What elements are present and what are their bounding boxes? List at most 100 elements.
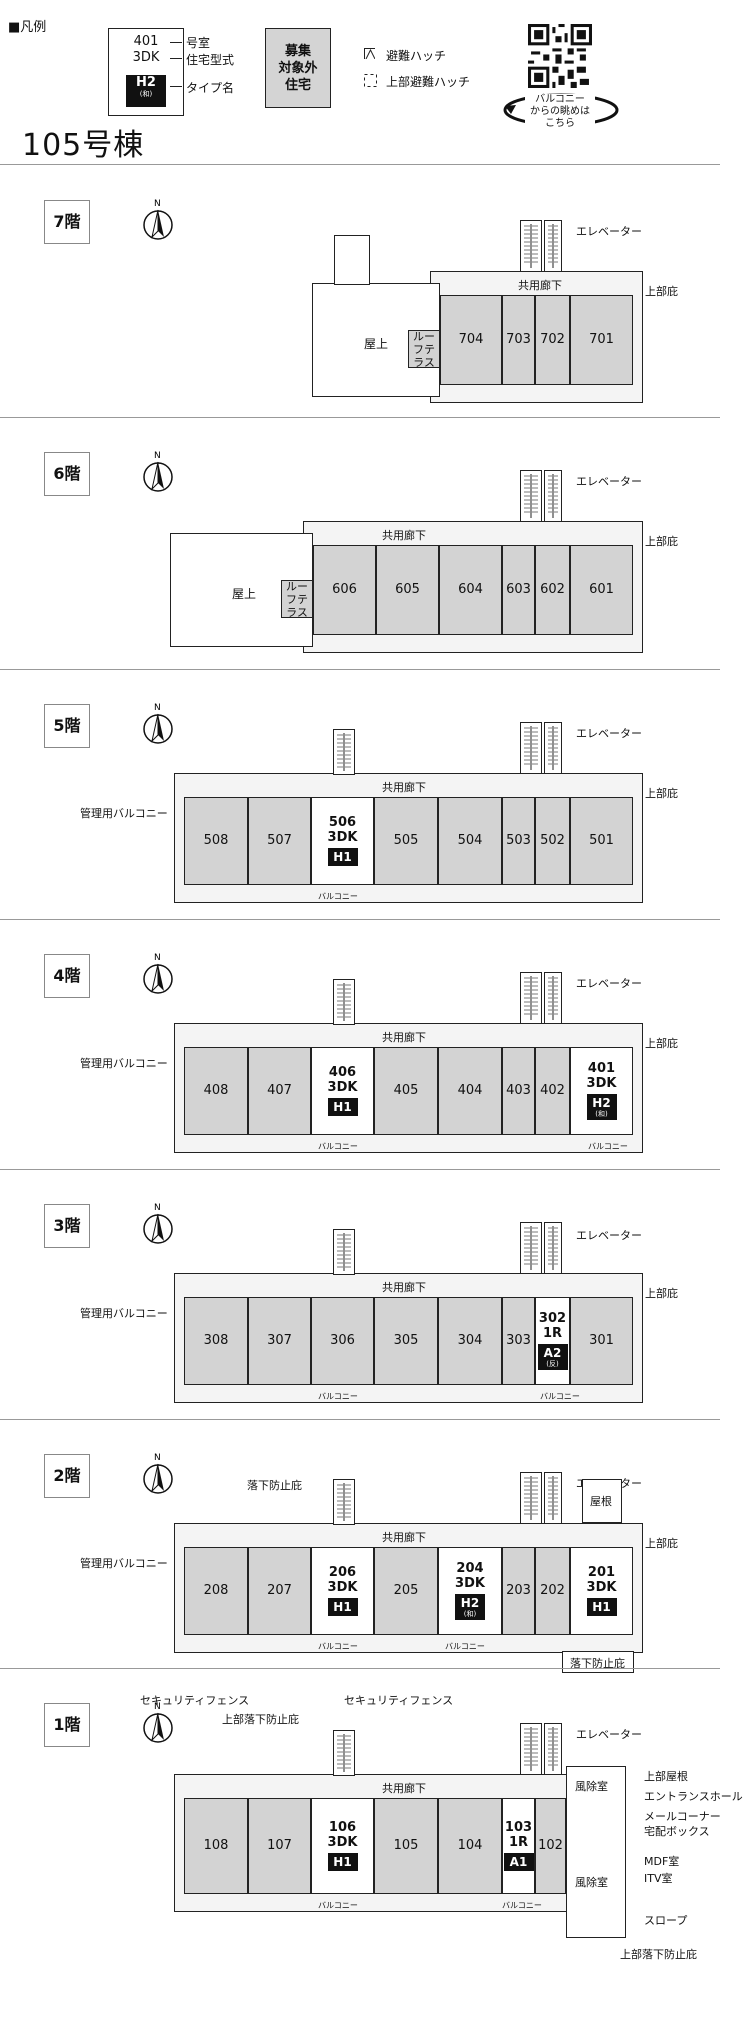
unit-105[interactable]: 105 (374, 1798, 438, 1894)
eaves-label: 上部庇 (645, 787, 678, 800)
unit-403[interactable]: 403 (502, 1047, 535, 1135)
unit-plan: 3DK (327, 1580, 358, 1595)
unit-type-badge: H1 (327, 1098, 358, 1116)
floor-label: 2階 (44, 1454, 90, 1498)
roof-label: 屋上 (364, 337, 389, 351)
unit-703[interactable]: 703 (502, 295, 535, 385)
divider (0, 669, 720, 670)
corridor-label: 共用廊下 (382, 1281, 426, 1294)
unit-605[interactable]: 605 (376, 545, 439, 635)
unit-number: 502 (540, 833, 565, 848)
unit-203[interactable]: 203 (502, 1547, 535, 1635)
rooftop-structure (334, 235, 370, 285)
unit-404[interactable]: 404 (438, 1047, 502, 1135)
unit-104[interactable]: 104 (438, 1798, 502, 1894)
unit-205[interactable]: 205 (374, 1547, 438, 1635)
unit-304[interactable]: 304 (438, 1297, 502, 1385)
unit-402[interactable]: 402 (535, 1047, 570, 1135)
unit-number: 506 (328, 815, 357, 830)
unit-501[interactable]: 501 (570, 797, 633, 885)
unit-305[interactable]: 305 (374, 1297, 438, 1385)
unit-107[interactable]: 107 (248, 1798, 311, 1894)
rooftop-label: 屋根 (590, 1495, 612, 1508)
svg-text:N: N (154, 1702, 161, 1712)
unit-601[interactable]: 601 (570, 545, 633, 635)
balcony-label: バルコニー (502, 1901, 542, 1910)
unit-102[interactable]: 102 (535, 1798, 566, 1894)
center-stair (333, 1479, 355, 1525)
unit-number: 601 (589, 582, 614, 597)
roof-terrace: ルーフテラス (281, 580, 313, 619)
elevator-stair (520, 972, 542, 1024)
eaves-label: 上部庇 (645, 1537, 678, 1550)
unit-405[interactable]: 405 (374, 1047, 438, 1135)
divider (0, 919, 720, 920)
unit-307[interactable]: 307 (248, 1297, 311, 1385)
corridor-label: 共用廊下 (382, 1531, 426, 1544)
unit-number: 201 (587, 1565, 616, 1580)
unit-type-badge: H1 (586, 1598, 617, 1616)
divider (0, 164, 720, 165)
unit-number: 306 (330, 1333, 355, 1348)
svg-text:N: N (154, 703, 161, 713)
unit-202[interactable]: 202 (535, 1547, 570, 1635)
upper-fall-guard-bottom-label: 上部落下防止庇 (620, 1948, 697, 1961)
unit-number: 606 (332, 582, 357, 597)
unit-504[interactable]: 504 (438, 797, 502, 885)
legend-sample-room: 401 (133, 34, 159, 49)
qr-code-icon[interactable] (528, 24, 592, 88)
unit-308[interactable]: 308 (184, 1297, 248, 1385)
unit-108[interactable]: 108 (184, 1798, 248, 1894)
unit-606[interactable]: 606 (313, 545, 376, 635)
unit-number: 605 (395, 582, 420, 597)
fall-guard-box (562, 1651, 634, 1673)
unit-number: 208 (203, 1583, 229, 1598)
unit-507[interactable]: 507 (248, 797, 311, 885)
unit-plan: 3DK (586, 1580, 617, 1595)
unit-505[interactable]: 505 (374, 797, 438, 885)
unit-604[interactable]: 604 (439, 545, 502, 635)
unit-type-sub: (反) (546, 1360, 559, 1368)
unit-704[interactable]: 704 (440, 295, 502, 385)
unit-number: 402 (540, 1083, 565, 1098)
floor-label: 3階 (44, 1204, 90, 1248)
unit-303[interactable]: 303 (502, 1297, 535, 1385)
unit-306[interactable]: 306 (311, 1297, 374, 1385)
unit-503[interactable]: 503 (502, 797, 535, 885)
elevator-stair (520, 1723, 542, 1775)
legend-label-plan: 住宅型式 (186, 53, 235, 67)
unit-603[interactable]: 603 (502, 545, 535, 635)
unit-702[interactable]: 702 (535, 295, 570, 385)
svg-text:N: N (154, 1203, 161, 1213)
unit-502[interactable]: 502 (535, 797, 570, 885)
unit-408[interactable]: 408 (184, 1047, 248, 1135)
unit-plan: 3DK (327, 1080, 358, 1095)
unit-number: 105 (393, 1838, 419, 1853)
unit-701[interactable]: 701 (570, 295, 633, 385)
unit-plan: 1R (542, 1326, 563, 1341)
unit-number: 704 (458, 332, 484, 347)
unit-301[interactable]: 301 (570, 1297, 633, 1385)
unit-208[interactable]: 208 (184, 1547, 248, 1635)
unit-type-name: A1 (509, 1855, 528, 1869)
center-stair (333, 1229, 355, 1275)
north-compass-icon: N (143, 1702, 173, 1743)
unit-type-badge: H2(和) (586, 1094, 617, 1120)
unit-602[interactable]: 602 (535, 545, 570, 635)
roof-area (170, 533, 313, 647)
unit-508[interactable]: 508 (184, 797, 248, 885)
roof-terrace: ルーフテラス (408, 330, 440, 369)
balcony-view-caption[interactable]: バルコニー からの眺めは こちら (525, 94, 595, 130)
unit-407[interactable]: 407 (248, 1047, 311, 1135)
unit-207[interactable]: 207 (248, 1547, 311, 1635)
legend-label-type: タイプ名 (186, 81, 235, 95)
